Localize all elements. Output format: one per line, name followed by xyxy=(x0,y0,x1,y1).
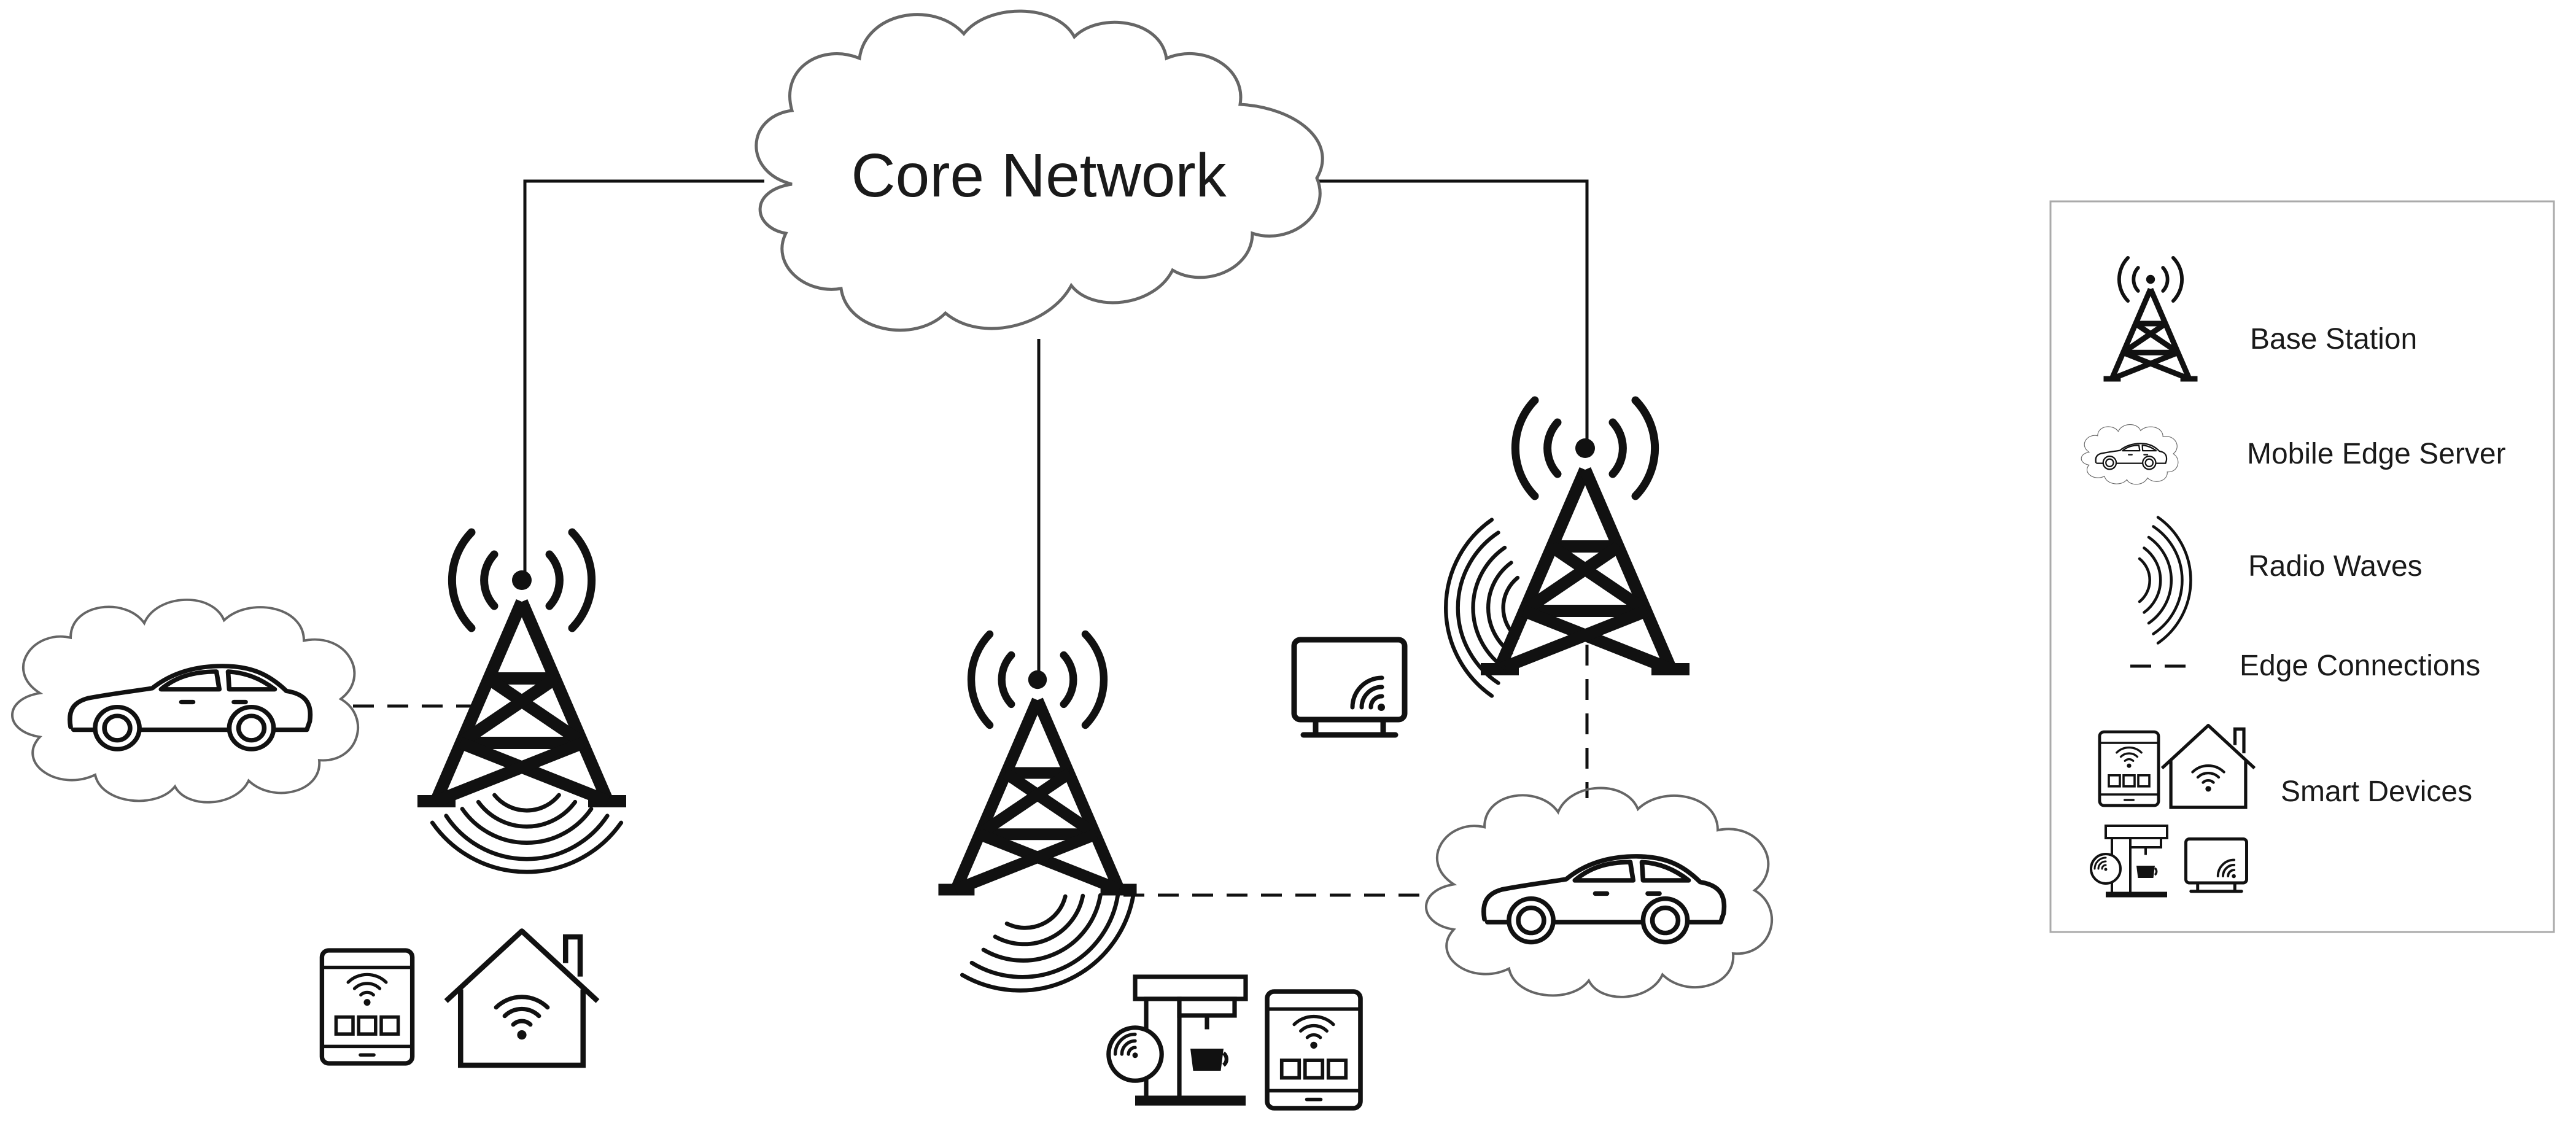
base-station-left xyxy=(417,532,626,872)
backhaul-links xyxy=(523,179,1589,678)
smart-devices-center xyxy=(1109,977,1360,1108)
legend-edge-connections-label: Edge Connections xyxy=(2240,650,2480,682)
core-network-label: Core Network xyxy=(851,141,1227,210)
legend-edge-connections: Edge Connections xyxy=(2130,650,2480,682)
mobile-edge-server-left xyxy=(11,598,360,804)
legend: Base Station Mobile Edge Server Radio Wa… xyxy=(2049,200,2555,933)
base-station-right xyxy=(1446,400,1690,696)
cloud-icon xyxy=(755,9,1324,332)
legend-smart-devices-label: Smart Devices xyxy=(2281,775,2472,808)
core-network-cloud: Core Network xyxy=(755,9,1324,332)
legend-mobile-edge-server: Mobile Edge Server xyxy=(2081,424,2506,485)
legend-mobile-edge-server-label: Mobile Edge Server xyxy=(2247,438,2506,470)
legend-base-station-label: Base Station xyxy=(2250,323,2417,355)
legend-box xyxy=(2049,200,2555,933)
legend-smart-devices: Smart Devices xyxy=(2090,726,2472,899)
tower-icon xyxy=(417,532,626,801)
tablet-icon xyxy=(2100,732,2159,806)
tower-icon xyxy=(939,634,1137,890)
smart-home-icon xyxy=(446,931,598,1066)
router-icon xyxy=(1294,640,1405,735)
smart-devices-left xyxy=(322,931,597,1066)
mobile-edge-server-right xyxy=(1425,786,1774,998)
backhaul-link-left xyxy=(523,179,764,580)
edge-connections xyxy=(353,645,1589,897)
car-icon xyxy=(1484,856,1724,942)
router-icon xyxy=(2186,839,2247,891)
coffee-machine-icon xyxy=(1109,977,1246,1106)
car-icon xyxy=(70,666,311,749)
tablet-icon xyxy=(322,950,412,1063)
backhaul-link-right xyxy=(1317,179,1589,447)
legend-radio-waves: Radio Waves xyxy=(2140,518,2423,643)
legend-radio-waves-label: Radio Waves xyxy=(2248,550,2423,583)
legend-base-station: Base Station xyxy=(2104,258,2417,379)
base-station-center xyxy=(939,634,1154,1020)
tower-icon xyxy=(1481,400,1690,669)
tablet-icon xyxy=(1267,992,1360,1108)
